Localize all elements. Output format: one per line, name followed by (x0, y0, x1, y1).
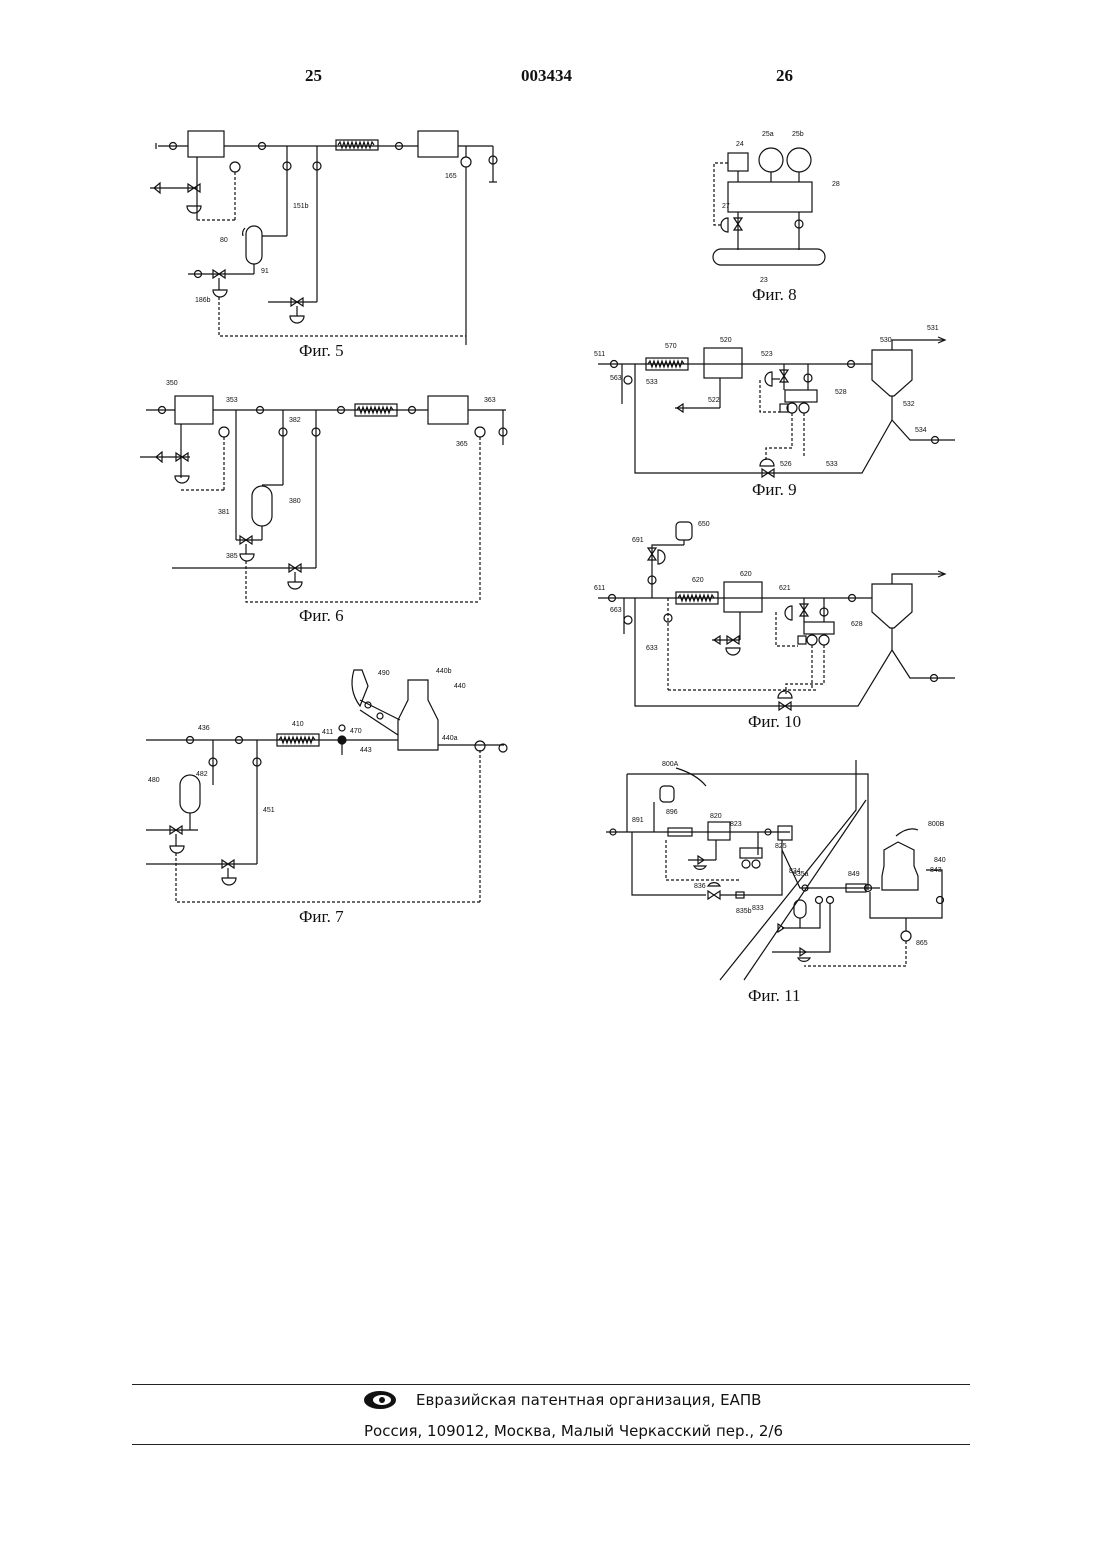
label-620-box: 620 (740, 571, 752, 578)
label-849: 849 (848, 871, 860, 878)
label-470: 470 (350, 728, 362, 735)
label-385: 385 (226, 553, 238, 560)
label-823: 823 (730, 821, 742, 828)
footer-address: Россия, 109012, Москва, Малый Черкасский… (364, 1422, 783, 1440)
label-522: 522 (708, 397, 720, 404)
label-800a: 800A (662, 761, 679, 768)
label-24: 24 (736, 141, 744, 148)
label-621: 621 (779, 585, 791, 592)
label-350: 350 (166, 380, 178, 387)
label-382: 382 (289, 417, 301, 424)
label-891: 891 (632, 817, 644, 824)
figure-11-caption: Фиг. 11 (748, 986, 800, 1006)
label-91: 91 (261, 268, 269, 275)
label-820: 820 (710, 813, 722, 820)
label-533b: 533 (826, 461, 838, 468)
label-800b: 800B (928, 821, 945, 828)
label-628: 628 (851, 621, 863, 628)
label-436: 436 (198, 725, 210, 732)
label-363: 363 (484, 397, 496, 404)
label-411: 411 (322, 729, 333, 736)
label-25b: 25b (792, 131, 804, 138)
label-410: 410 (292, 721, 304, 728)
label-443: 443 (360, 747, 372, 754)
label-520: 520 (720, 337, 732, 344)
figure-10-diagram: 650 691 620 620 621 611 663 633 628 (594, 521, 955, 710)
figure-8-diagram: 24 25a 25b 28 27 23 (713, 131, 840, 284)
label-534: 534 (915, 427, 927, 434)
label-482: 482 (196, 771, 208, 778)
figure-8-caption: Фиг. 8 (752, 285, 797, 305)
label-353: 353 (226, 397, 238, 404)
label-526: 526 (780, 461, 792, 468)
figure-9-diagram: 531 570 520 523 530 511 563 533 522 528 … (594, 325, 955, 477)
footer-top-rule (132, 1384, 970, 1385)
label-451: 451 (263, 807, 275, 814)
label-691: 691 (632, 537, 644, 544)
label-825: 825 (775, 843, 787, 850)
label-381: 381 (218, 509, 230, 516)
label-563: 563 (610, 375, 622, 382)
label-835b: 835b (736, 908, 752, 915)
label-650: 650 (698, 521, 710, 528)
label-440a: 440a (442, 735, 458, 742)
figure-7-caption: Фиг. 7 (299, 907, 344, 927)
label-380: 380 (289, 498, 301, 505)
label-532: 532 (903, 401, 915, 408)
label-833: 833 (752, 905, 764, 912)
label-843: 843 (930, 867, 942, 874)
label-865: 865 (916, 940, 928, 947)
label-511: 511 (594, 351, 605, 358)
figure-7-diagram: 436 490 440b 440 410 411 470 443 440a 48… (146, 668, 507, 902)
label-528: 528 (835, 389, 847, 396)
label-570: 570 (665, 343, 677, 350)
figure-5-caption: Фиг. 5 (299, 341, 344, 361)
label-896: 896 (666, 809, 678, 816)
label-490: 490 (378, 670, 390, 677)
label-28: 28 (832, 181, 840, 188)
label-25a: 25a (762, 131, 774, 138)
label-480: 480 (148, 777, 160, 784)
figure-5-diagram: 151b 80 91 165 186b (150, 131, 497, 345)
figure-9-caption: Фиг. 9 (752, 480, 797, 500)
label-365: 365 (456, 441, 468, 448)
label-836: 836 (694, 883, 706, 890)
figure-6-diagram: 350 353 382 363 365 381 380 385 (140, 380, 507, 602)
label-663: 663 (610, 607, 622, 614)
label-530: 530 (880, 337, 892, 344)
label-151b: 151b (293, 203, 309, 210)
label-80: 80 (220, 237, 228, 244)
label-165: 165 (445, 173, 457, 180)
label-523: 523 (761, 351, 773, 358)
label-531: 531 (927, 325, 939, 332)
label-611: 611 (594, 585, 605, 592)
label-533: 533 (646, 379, 658, 386)
footer-organization: Евразийская патентная организация, ЕАПВ (416, 1391, 761, 1409)
label-440: 440 (454, 683, 466, 690)
eapo-logo-icon (362, 1390, 398, 1410)
label-27: 27 (722, 203, 730, 210)
label-440b: 440b (436, 668, 452, 675)
label-633: 633 (646, 645, 658, 652)
label-834: 834 (789, 868, 801, 875)
label-620: 620 (692, 577, 704, 584)
figure-10-caption: Фиг. 10 (748, 712, 801, 732)
figure-11-diagram: 800A 891 896 820 823 825 836 835a 835b 8… (606, 760, 946, 980)
label-840: 840 (934, 857, 946, 864)
label-23: 23 (760, 277, 768, 284)
figure-6-caption: Фиг. 6 (299, 606, 344, 626)
label-186b: 186b (195, 297, 211, 304)
footer-bottom-rule (132, 1444, 970, 1445)
